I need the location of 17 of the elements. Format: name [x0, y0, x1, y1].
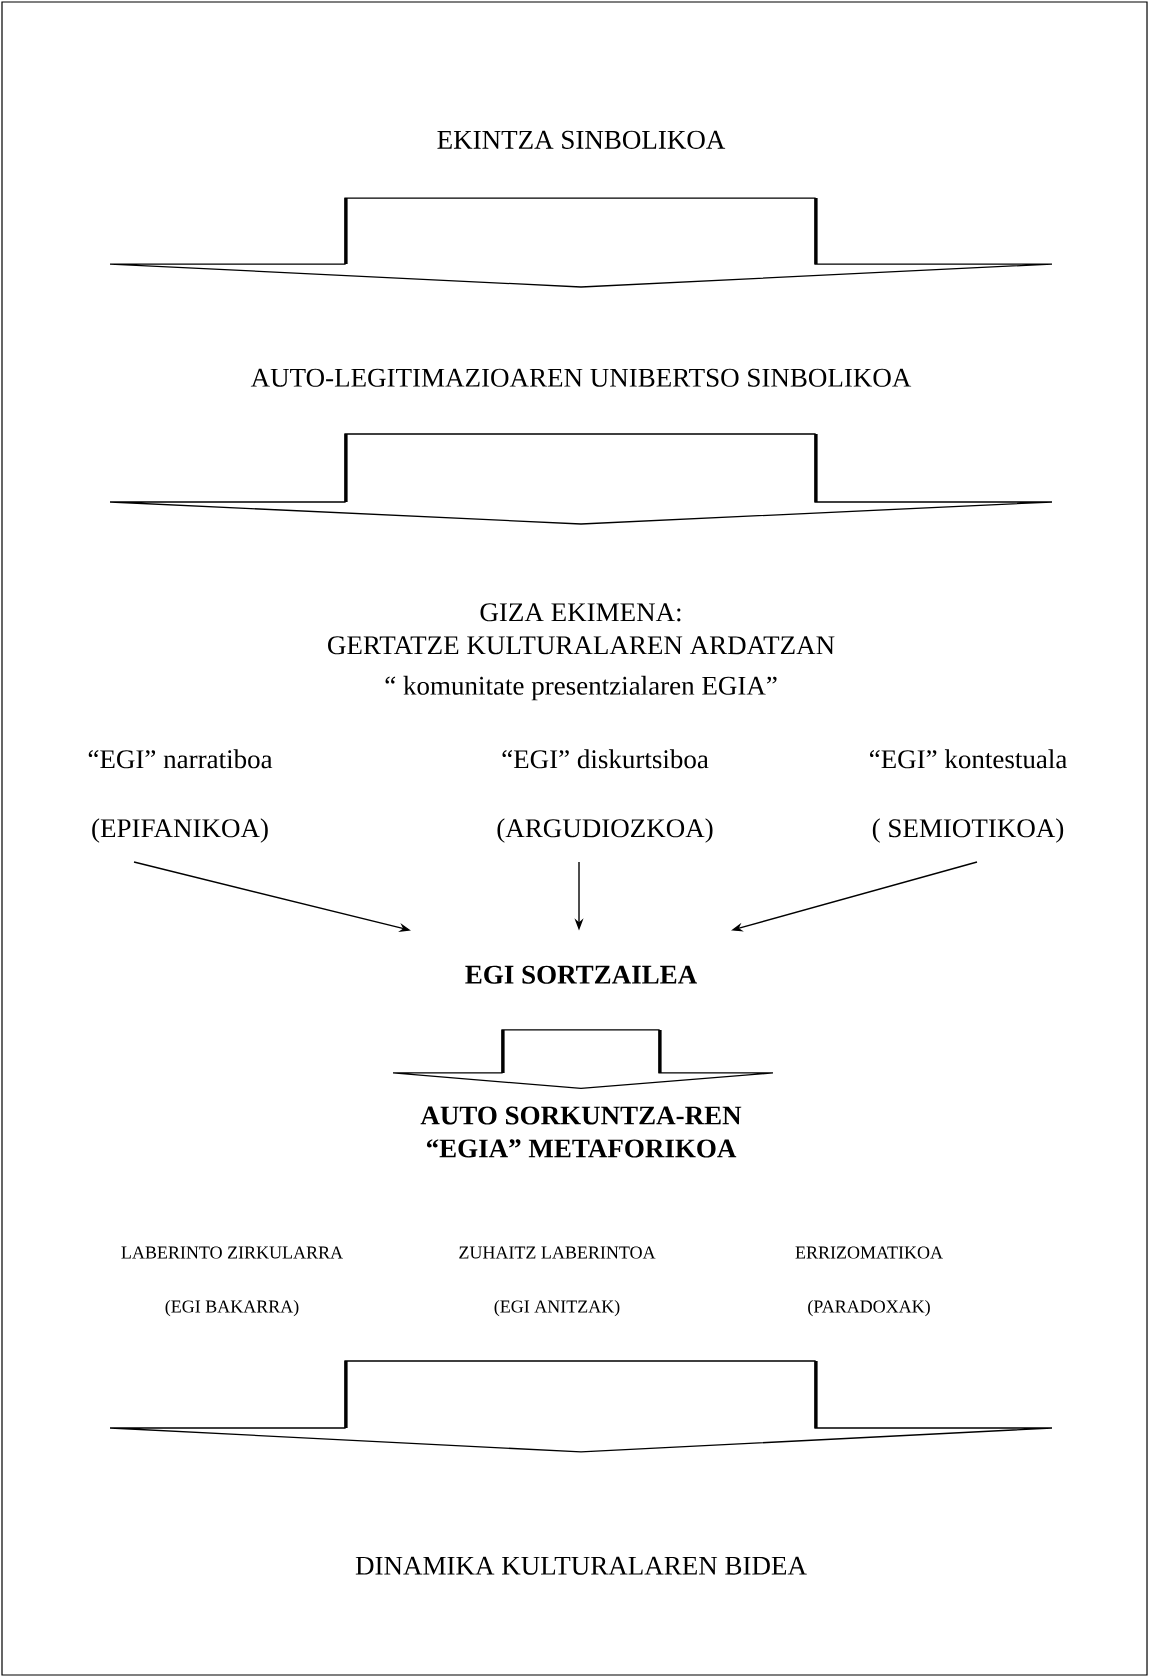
text-column: ZUHAITZ LABERINTOA (EGI ANITZAK): [459, 1246, 656, 1317]
text-column: “EGI” diskurtsiboa (ARGUDIOZKOA): [497, 749, 713, 843]
text-column: “EGI” kontestuala ( SEMIOTIKOA): [869, 749, 1067, 843]
text-label: GIZA EKIMENA: GERTATZE KULTURALAREN ARDATZAN: [328, 603, 835, 655]
bold-heading: AUTO SORKUNTZA-REN “EGIA” METAFORIKOA: [420, 1106, 742, 1158]
block-arrow: [392, 1029, 774, 1090]
text-column: LABERINTO ZIRKULARRA (EGI BAKARRA): [121, 1246, 343, 1317]
block-arrow: [109, 1360, 1053, 1453]
text-column: “EGI” narratiboa (EPIFANIKOA): [88, 749, 273, 843]
text-label: DINAMIKA KULTURALAREN BIDEA: [355, 1556, 807, 1575]
text-label: EKINTZA SINBOLIKOA: [437, 130, 726, 149]
bold-heading: EGI SORTZAILEA: [465, 965, 697, 984]
text-label: “ komunitate presentzialaren EGIA”: [385, 675, 777, 701]
text-label: AUTO-LEGITIMAZIOAREN UNIBERTSO SINBOLIKOA: [250, 368, 912, 387]
block-arrow: [109, 197, 1053, 288]
text-column: ERRIZOMATIKOA (PARADOXAK): [795, 1246, 943, 1317]
block-arrow: [109, 433, 1053, 525]
